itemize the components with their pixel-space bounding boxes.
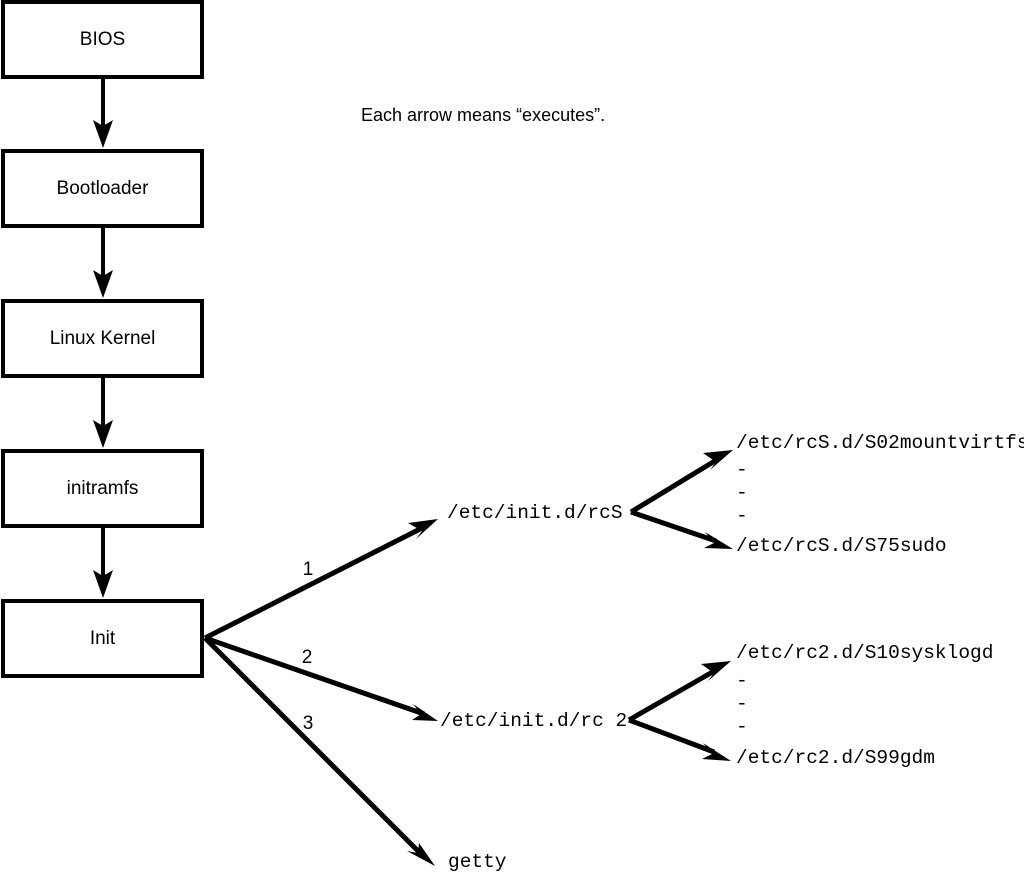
label-rc2-first-script: /etc/rc2.d/S10sysklogd (736, 642, 993, 664)
node-bootloader[interactable]: Bootloader (1, 149, 204, 228)
rc2-ellipsis-dash-1: - (736, 670, 748, 692)
node-linux-kernel[interactable]: Linux Kernel (1, 299, 204, 378)
node-init-label: Init (90, 628, 116, 649)
rc2-ellipsis-dash-3: - (736, 716, 748, 738)
node-bios-label: BIOS (80, 29, 125, 50)
label-rcs-last-script: /etc/rcS.d/S75sudo (736, 535, 947, 557)
arrow-bios-to-bootloader (93, 77, 113, 148)
boot-chain-group: BIOS Bootloader Linux Kernel initramfs I… (1, 0, 204, 678)
label-getty: getty (448, 851, 507, 873)
node-bios[interactable]: BIOS (1, 0, 204, 79)
rc2-scripts-group: /etc/rc2.d/S10sysklogd - - - /etc/rc2.d/… (627, 642, 993, 769)
branch-number-3: 3 (303, 713, 314, 734)
arrow-bootloader-to-kernel (93, 226, 113, 298)
label-init-d-rc2: /etc/init.d/rc 2 (440, 710, 627, 732)
node-init[interactable]: Init (1, 599, 204, 678)
arrow-kernel-to-initramfs (93, 376, 113, 448)
node-initramfs[interactable]: initramfs (1, 449, 204, 528)
arrow-init-to-getty (203, 636, 435, 866)
rcs-ellipsis-dash-3: - (736, 505, 748, 527)
node-linux-kernel-label: Linux Kernel (50, 328, 156, 349)
branch-target-labels-group: /etc/init.d/rcS /etc/init.d/rc 2 getty (440, 502, 627, 873)
node-bios-rect (1, 0, 204, 79)
label-init-d-rcs: /etc/init.d/rcS (447, 502, 623, 524)
node-bootloader-label: Bootloader (57, 178, 150, 199)
init-branch-arrows-group: 1 2 3 (203, 519, 438, 866)
rc2-ellipsis-dash-2: - (736, 693, 748, 715)
node-initramfs-label: initramfs (67, 478, 139, 499)
label-rcs-first-script: /etc/rcS.d/S02mountvirtfs (736, 432, 1024, 454)
arrow-init-to-rcs (203, 519, 438, 641)
node-linux-kernel-rect (1, 299, 204, 378)
node-init-rect (1, 599, 204, 678)
arrow-rc2-to-first-script (627, 661, 731, 723)
branch-number-1: 1 (303, 559, 314, 580)
diagram-note: Each arrow means “executes”. (361, 105, 605, 125)
vertical-arrows-group (93, 77, 113, 598)
arrow-initramfs-to-init (93, 526, 113, 598)
arrow-init-to-rc2 (204, 635, 438, 721)
rcs-ellipsis-dash-1: - (736, 459, 748, 481)
arrow-rcs-to-first-script (629, 450, 733, 515)
rcs-ellipsis-dash-2: - (736, 482, 748, 504)
branch-number-2: 2 (302, 647, 313, 668)
arrow-rc2-to-last-script (628, 717, 731, 761)
arrow-rcs-to-last-script (630, 509, 733, 549)
label-rc2-last-script: /etc/rc2.d/S99gdm (736, 747, 935, 769)
rcs-scripts-group: /etc/rcS.d/S02mountvirtfs - - - /etc/rcS… (629, 432, 1024, 557)
node-initramfs-rect (1, 449, 204, 528)
